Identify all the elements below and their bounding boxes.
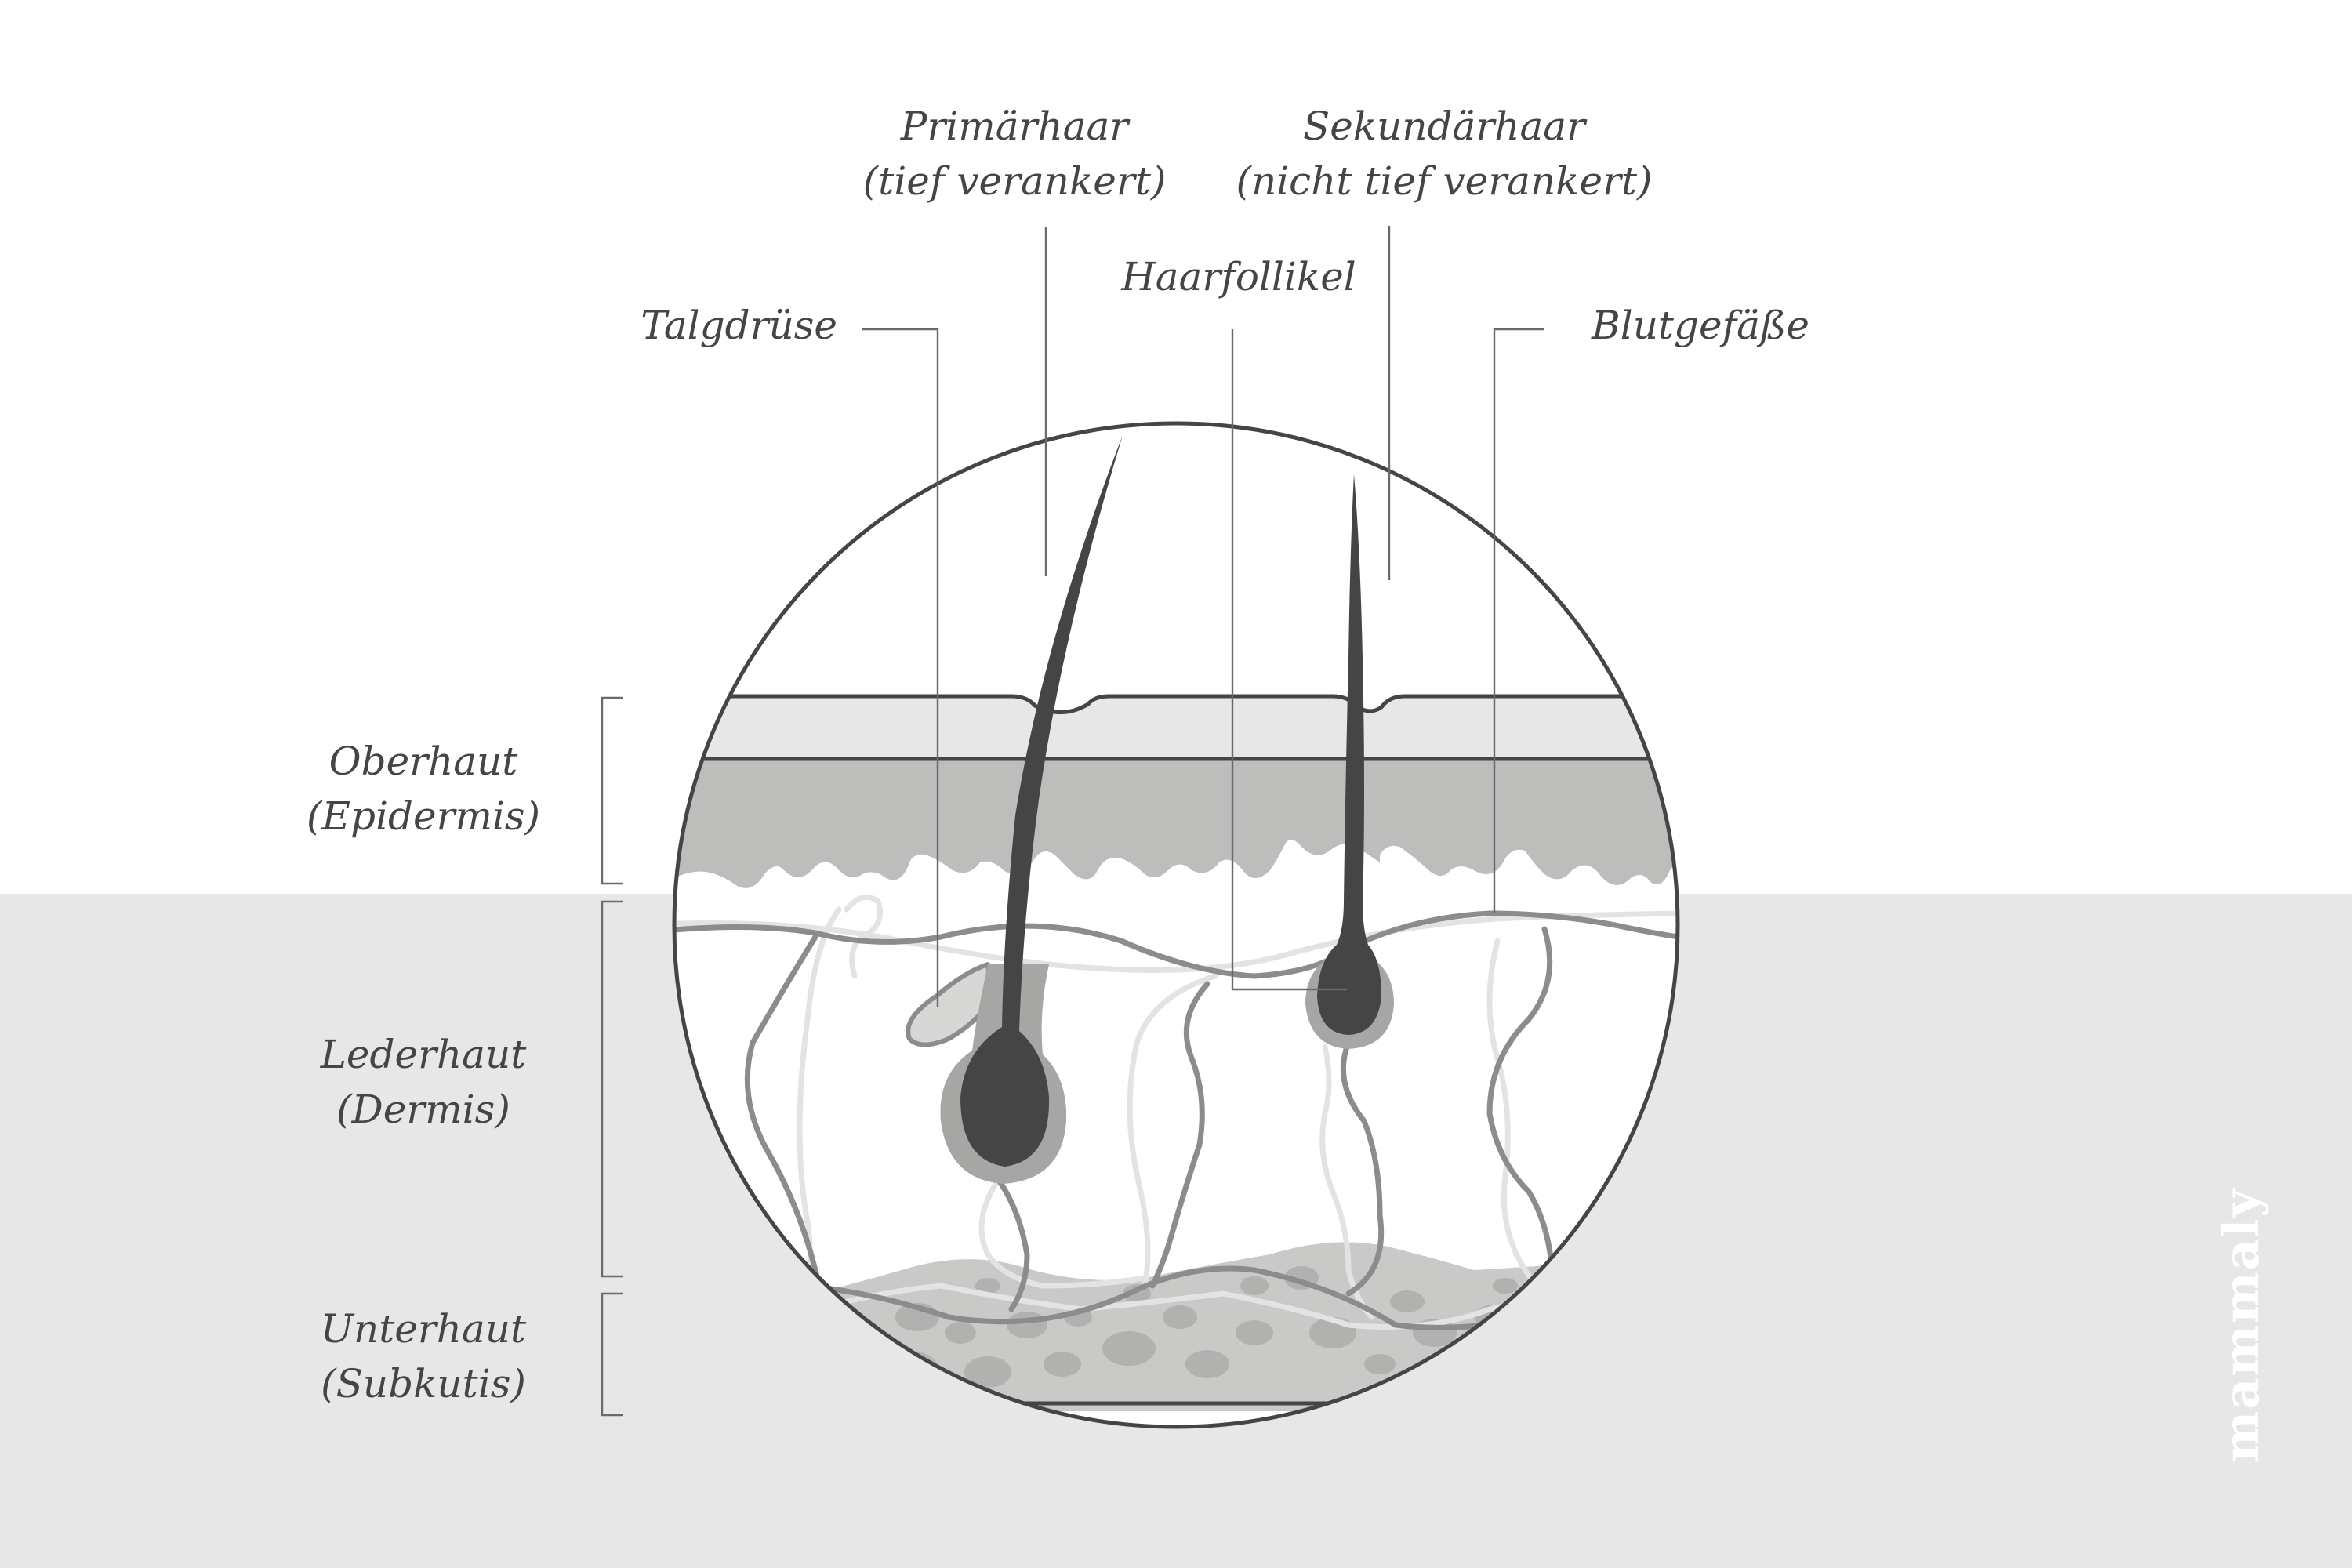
leader-blutgefaesse — [1493, 328, 1544, 913]
label-unterhaut-line1: Unterhaut — [321, 1306, 527, 1352]
label-sekundaerhaar-line1: Sekundärhaar — [1303, 103, 1588, 149]
label-haarfollikel: Haarfollikel — [1120, 254, 1356, 299]
epidermis-top-line — [674, 694, 1678, 714]
bracket-unterhaut — [601, 1292, 623, 1417]
bracket-lederhaut — [601, 900, 623, 1278]
skin-cross-section — [674, 423, 1678, 1427]
label-blutgefaesse: Blutgefäße — [1591, 303, 1809, 348]
leader-talgdruese — [862, 328, 939, 1007]
label-oberhaut-line1: Oberhaut — [329, 739, 519, 784]
label-lederhaut-line2: (Dermis) — [336, 1087, 510, 1132]
leader-lines — [862, 226, 1544, 1007]
epidermis-mid-layer — [674, 759, 1678, 888]
label-sekundaerhaar-line2: (nicht tief verankert) — [1236, 158, 1652, 204]
epidermis-top-layer — [674, 696, 1678, 759]
sebaceous-gland — [906, 962, 994, 1047]
circle-interior — [674, 423, 1678, 1427]
primary-hair-shaft — [960, 435, 1123, 1167]
label-unterhaut-line2: (Subkutis) — [321, 1361, 526, 1406]
label-primaerhaar-line2: (tief verankert) — [863, 158, 1167, 204]
leader-haarfollikel — [1231, 329, 1347, 991]
magnifier-circle — [672, 421, 1680, 1429]
label-lederhaut-line1: Lederhaut — [320, 1032, 528, 1077]
label-talgdruese: Talgdrüse — [641, 303, 837, 348]
label-oberhaut-line2: (Epidermis) — [307, 793, 540, 839]
label-primaerhaar-line1: Primärhaar — [900, 103, 1131, 149]
brand-wordmark: mammaly — [2212, 1188, 2270, 1463]
secondary-hair-shaft — [1317, 474, 1381, 1035]
layer-brackets — [601, 696, 623, 1417]
bracket-oberhaut — [601, 696, 623, 885]
